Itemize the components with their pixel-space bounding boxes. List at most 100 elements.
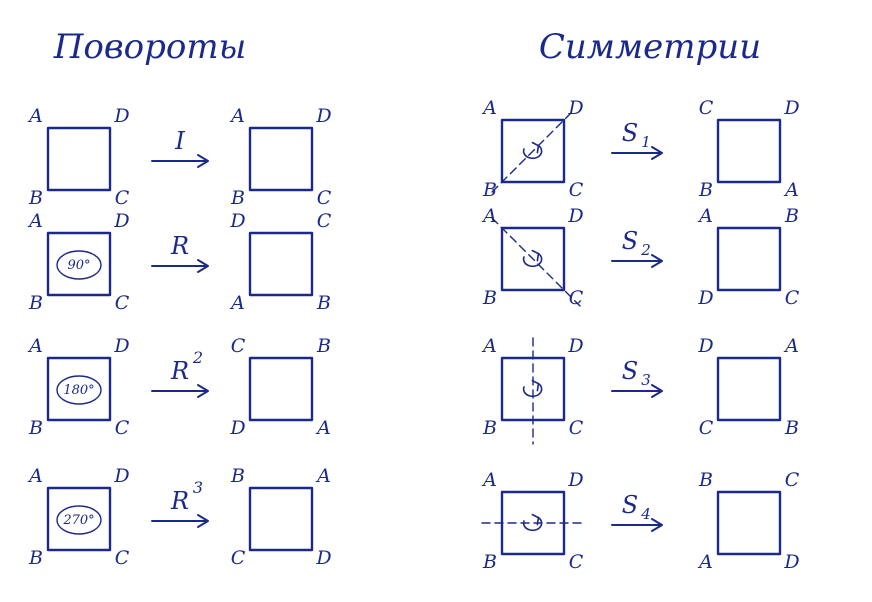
symmetry-4-result-vertex-bottom-right: D [783, 551, 799, 573]
rotation-2-arrow [151, 259, 209, 273]
rotation-2-result-vertex-top-right: C [317, 210, 332, 232]
symmetry-2-flip-arrow-icon [522, 252, 543, 268]
rotation-3-operator: R [170, 357, 189, 385]
symmetry-1-operator: S [622, 119, 638, 147]
rotation-4-source-vertex-top-left: A [27, 465, 43, 487]
rotation-1-source-vertex-bottom-right: C [115, 187, 130, 209]
symmetry-4-result-square [716, 490, 782, 556]
symmetry-4-result-vertex-bottom-left: A [697, 551, 713, 573]
rotation-2-source-vertex-bottom-right: C [115, 292, 130, 314]
rotation-4-arrow [151, 514, 209, 528]
symmetry-3-source-vertex-top-right: D [567, 335, 583, 357]
rotation-4-rotation-arrow-icon [56, 505, 102, 535]
symmetry-2-source-vertex-bottom-right: C [569, 287, 584, 309]
symmetry-4-subscript: 4 [640, 505, 651, 523]
rotation-1-source-vertex-top-right: D [113, 105, 129, 127]
rotation-4-source-vertex-top-right: D [113, 465, 129, 487]
rotation-1-result-vertex-bottom-left: B [230, 187, 245, 209]
rotation-2-result-vertex-bottom-left: A [229, 292, 245, 314]
rotation-3-result-vertex-bottom-left: D [229, 417, 245, 439]
symmetry-2-result-vertex-bottom-right: C [785, 287, 800, 309]
rotation-4-source-vertex-bottom-right: C [115, 547, 130, 569]
symmetry-3-flip-arrow-icon-head [531, 379, 540, 392]
symmetry-1-result-vertex-top-right: D [783, 97, 799, 119]
rotation-3-arrow [151, 384, 209, 398]
rotation-4-exponent: 3 [193, 478, 203, 497]
rotation-3-rotation-arrow-icon [56, 375, 102, 405]
rotation-4-result-square [248, 486, 314, 552]
symmetry-4-source-vertex-top-left: A [481, 469, 497, 491]
symmetry-4-source-vertex-bottom-right: C [569, 551, 584, 573]
rotation-1-source-vertex-top-left: A [27, 105, 43, 127]
rotation-1-result-vertex-bottom-right: C [317, 187, 332, 209]
symmetry-3-source-vertex-top-left: A [481, 335, 497, 357]
symmetry-2-result-vertex-top-left: A [697, 205, 713, 227]
rotation-2-result-vertex-bottom-right: B [316, 292, 331, 314]
rotation-2-source-square [46, 231, 112, 297]
symmetry-4-result-vertex-top-right: C [785, 469, 800, 491]
rotation-3-result-vertex-bottom-right: A [315, 417, 331, 439]
symmetry-3-result-vertex-bottom-left: C [699, 417, 714, 439]
symmetry-4-source-vertex-bottom-left: B [482, 551, 497, 573]
title-symmetries: Симметрии [539, 27, 761, 67]
rotation-2-rotation-arrow-icon [56, 250, 102, 280]
rotation-4-source-square [46, 486, 112, 552]
title-rotations: Повороты [53, 27, 247, 67]
rotation-1-arrow [151, 154, 209, 168]
symmetry-4-flip-arrow-icon-head [531, 513, 540, 526]
symmetry-2-result-vertex-top-right: B [784, 205, 799, 227]
rotation-3-source-square [46, 356, 112, 422]
rotation-3-exponent: 2 [192, 348, 203, 367]
symmetry-3-operator: S [622, 357, 638, 385]
rotation-3-source-vertex-top-left: A [27, 335, 43, 357]
symmetry-1-arrow [611, 146, 663, 160]
rotation-1-source-vertex-bottom-left: B [28, 187, 43, 209]
symmetry-3-source-vertex-bottom-left: B [482, 417, 497, 439]
symmetry-1-result-vertex-bottom-left: B [698, 179, 713, 201]
rotation-4-result-vertex-bottom-left: C [231, 547, 246, 569]
rotation-2-operator: R [170, 232, 189, 260]
rotation-3-source-vertex-top-right: D [113, 335, 129, 357]
symmetry-4-arrow [611, 518, 663, 532]
rotation-3-angle-label: 180° [63, 383, 94, 398]
rotation-4-result-vertex-top-left: B [230, 465, 245, 487]
symmetry-1-axis-line [491, 109, 575, 193]
rotation-4-result-vertex-bottom-right: D [315, 547, 331, 569]
symmetry-2-source-vertex-top-right: D [567, 205, 583, 227]
symmetry-3-subscript: 3 [641, 371, 651, 389]
symmetry-4-operator: S [622, 491, 638, 519]
rotation-4-source-vertex-bottom-left: B [28, 547, 43, 569]
rotation-1-result-square [248, 126, 314, 192]
rotation-4-angle-label: 270° [62, 513, 94, 528]
symmetry-3-arrow [611, 384, 663, 398]
symmetry-2-source-vertex-bottom-left: B [482, 287, 497, 309]
symmetry-3-flip-arrow-icon [522, 382, 543, 398]
symmetry-1-subscript: 1 [641, 133, 651, 151]
symmetry-1-source-vertex-bottom-left: B [482, 179, 497, 201]
rotation-2-source-vertex-top-right: D [113, 210, 129, 232]
rotation-1-result-vertex-top-right: D [315, 105, 331, 127]
symmetry-1-result-vertex-bottom-right: A [783, 179, 799, 201]
symmetry-1-source-vertex-top-left: A [481, 97, 497, 119]
symmetry-1-source-vertex-bottom-right: C [569, 179, 584, 201]
rotation-3-source-vertex-bottom-right: C [115, 417, 130, 439]
symmetry-4-flip-arrow-icon [522, 516, 543, 532]
rotation-2-source-vertex-bottom-left: B [28, 292, 43, 314]
symmetry-3-source-vertex-bottom-right: C [569, 417, 584, 439]
rotation-4-result-vertex-top-right: A [315, 465, 331, 487]
rotation-3-result-square [248, 356, 314, 422]
symmetry-2-operator: S [622, 227, 638, 255]
symmetry-3-result-vertex-top-left: D [697, 335, 713, 357]
symmetry-1-flip-arrow-icon [522, 144, 543, 160]
rotation-2-angle-label: 90° [67, 258, 90, 273]
symmetry-1-flip-arrow-icon-head [531, 141, 540, 154]
symmetry-1-result-vertex-top-left: C [699, 97, 714, 119]
